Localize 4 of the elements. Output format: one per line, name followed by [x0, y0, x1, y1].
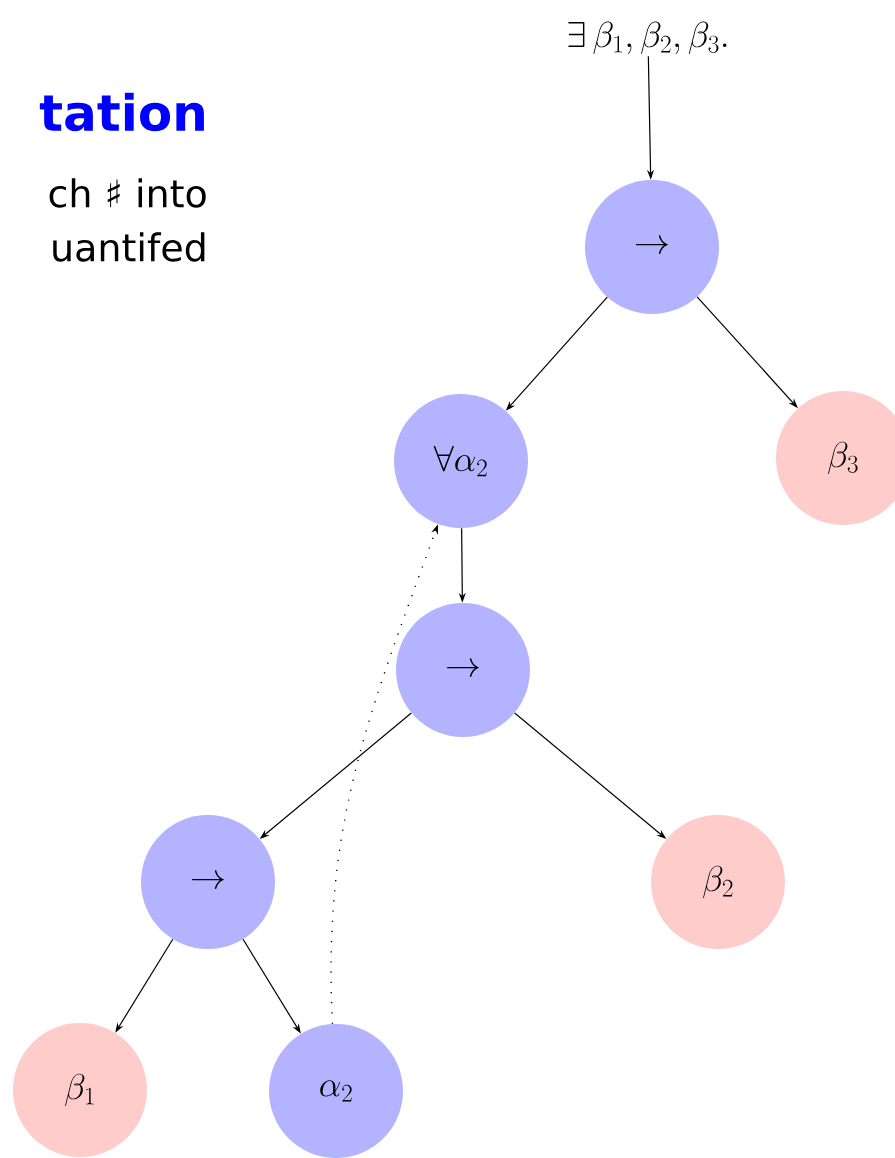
body-text: uantifed: [53, 232, 205, 262]
body-text: ch ♯ into: [49, 178, 206, 208]
heading: tation: [39, 92, 204, 132]
formula-label: $\exists\,\beta_1,\beta_2,\beta_3.$: [568, 21, 727, 54]
